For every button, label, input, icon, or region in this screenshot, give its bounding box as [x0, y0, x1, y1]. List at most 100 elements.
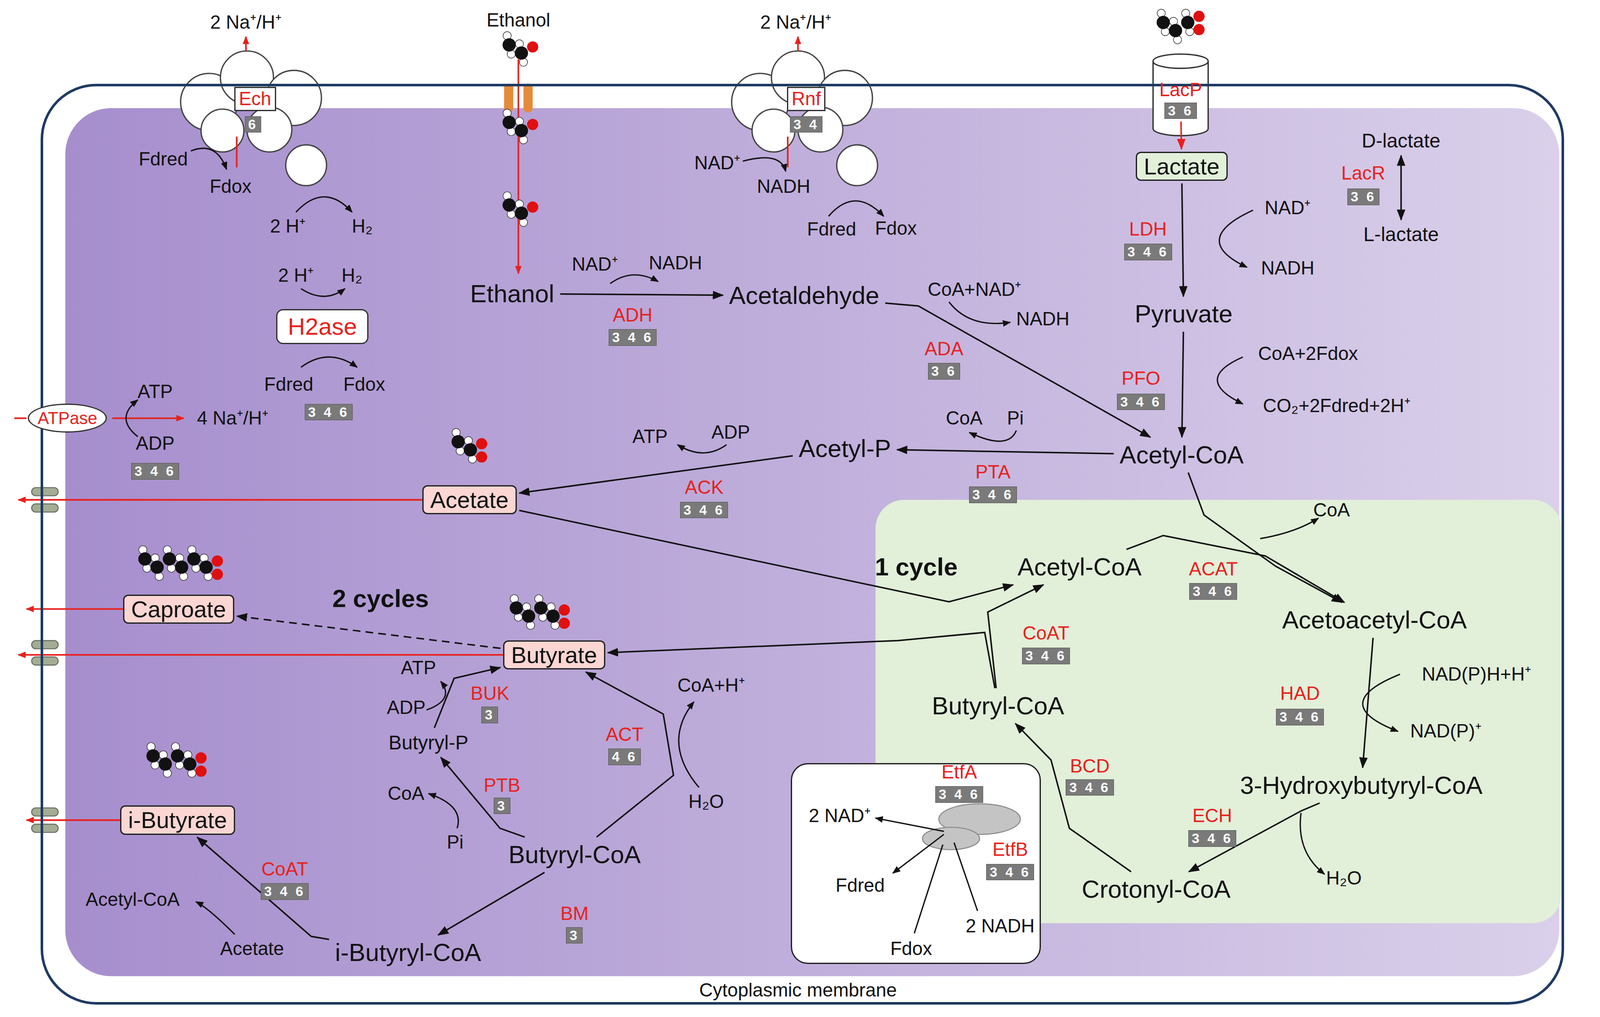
node-text: Ethanol	[470, 279, 555, 309]
metabolite: Acetyl-P	[795, 433, 895, 464]
cofactor-label: ADP	[135, 432, 175, 455]
decor-circle	[285, 144, 327, 186]
decor-path	[112, 417, 184, 419]
decor-path	[300, 288, 345, 297]
decor-ellipse	[922, 827, 980, 850]
cofactor-label: ADP	[386, 696, 426, 719]
reaction-arrow	[1400, 155, 1403, 221]
gene-set-tag: 3 4	[789, 116, 823, 133]
cofactor-label: H₂	[351, 215, 373, 238]
enzyme-label: PFO	[1121, 367, 1161, 390]
node-text: Lactate	[1143, 153, 1220, 180]
carbon-atom	[187, 552, 201, 566]
gene-set-tag: 3	[565, 927, 583, 944]
enzyme-label: ACAT	[1188, 558, 1238, 581]
metabolite: Acetyl-CoA	[1116, 439, 1247, 471]
oxygen-atom	[211, 555, 223, 567]
gene-set-tag: 3 6	[1347, 188, 1380, 206]
cofactor-label: NAD(P)⁺	[1410, 720, 1482, 743]
decor-rect	[31, 503, 59, 513]
decor-rect	[503, 83, 513, 113]
node-text: Acetate	[430, 486, 509, 513]
enzyme-label: ADH	[612, 304, 653, 327]
decor-path	[18, 654, 511, 656]
cofactor-label: Fdred	[138, 148, 188, 171]
cofactor-arrows	[126, 148, 1400, 935]
reaction-arrow	[1181, 183, 1184, 297]
enzyme-label: CoAT	[1022, 622, 1070, 645]
cofactor-label: Acetyl-CoA	[85, 888, 180, 911]
cofactor-label: Ethanol	[486, 9, 551, 32]
cofactor-label: Fdox	[890, 937, 933, 960]
decor-path	[875, 818, 944, 832]
decor-path	[948, 301, 1011, 324]
reaction-arrow	[438, 872, 545, 935]
cofactor-label: H₂O	[1325, 867, 1362, 890]
carbon-atom	[502, 198, 516, 212]
cofactor-label: 2 H⁺	[270, 215, 306, 238]
cofactor-label: ATP	[400, 657, 437, 679]
gene-set-tag: 3 6	[928, 362, 961, 380]
cofactor-label: CoA+NAD⁺	[927, 278, 1022, 301]
carbon-atom	[158, 757, 172, 771]
cofactor-label: ATP	[632, 425, 668, 448]
metabolite: D-lactate	[1359, 128, 1444, 154]
oxygen-atom	[211, 568, 223, 580]
node-text: H2ase	[287, 312, 357, 341]
metabolite: Pyruvate	[1131, 298, 1237, 330]
carbon-atom	[1181, 15, 1195, 30]
carbon-atom	[514, 123, 528, 138]
node-text: Cytoplasmic membrane	[699, 979, 897, 1002]
gene-set-tag: 3 4 6	[260, 883, 309, 900]
node-text: Butyryl-CoA	[508, 840, 641, 870]
product-box: Butyrate	[503, 640, 606, 670]
cofactor-label: Fdred	[835, 874, 885, 897]
carbon-atom	[1156, 15, 1170, 30]
metabolite: Crotonyl-CoA	[1078, 874, 1235, 905]
complex-box: Rnf	[786, 86, 826, 112]
decor-path	[295, 197, 352, 213]
metabolite: 3-Hydroxybutyryl-CoA	[1236, 770, 1486, 801]
enzyme-label: CoAT	[261, 858, 309, 881]
enzyme-label: ACT	[605, 723, 644, 746]
carbon-atom	[150, 560, 164, 574]
decor-path	[1300, 813, 1325, 875]
metabolite: Butyryl-P	[386, 730, 472, 755]
enzyme-label: LacR	[1341, 162, 1386, 185]
reaction-arrow	[1015, 723, 1132, 872]
decor-path	[954, 842, 978, 911]
cofactor-label: CoA	[945, 407, 983, 430]
enzyme-label: BM	[560, 902, 589, 925]
carbon-atom	[546, 609, 560, 623]
node-text: Acetyl-P	[798, 434, 892, 463]
cofactor-label: Acetate	[220, 937, 284, 960]
node-text: Pyruvate	[1134, 299, 1233, 329]
enzyme-label: ECH	[1192, 804, 1232, 827]
decor-path	[235, 136, 238, 168]
cofactor-label: NAD⁺	[1264, 197, 1312, 219]
decor-rect	[523, 83, 533, 113]
metabolite: Ethanol	[466, 278, 558, 310]
decor-circle	[836, 144, 878, 186]
cofactor-label: Fdred	[264, 373, 314, 396]
cofactor-label: 2 NADH	[965, 915, 1035, 938]
metabolite: Acetoacetyl-CoA	[1278, 604, 1471, 636]
decor-path	[969, 430, 1017, 442]
transporters	[31, 487, 59, 833]
cofactor-label: Pi	[446, 831, 464, 854]
node-text: Butyryl-P	[388, 731, 469, 755]
oxygen-atom	[558, 604, 570, 616]
product-box: Acetate	[422, 485, 517, 515]
oxygen-atom	[527, 41, 539, 53]
metabolite: Butyryl-CoA	[928, 690, 1068, 722]
reaction-arrow	[197, 837, 329, 940]
gene-set-tag: 3 4 6	[1116, 393, 1165, 411]
gene-set-tag: 3 4 6	[986, 863, 1035, 881]
cofactor-label: ATP	[137, 380, 173, 403]
cofactor-label: 2 NAD⁺	[808, 804, 871, 827]
carbon-atom	[146, 749, 160, 763]
cofactor-label: CoA+H⁺	[677, 674, 746, 697]
